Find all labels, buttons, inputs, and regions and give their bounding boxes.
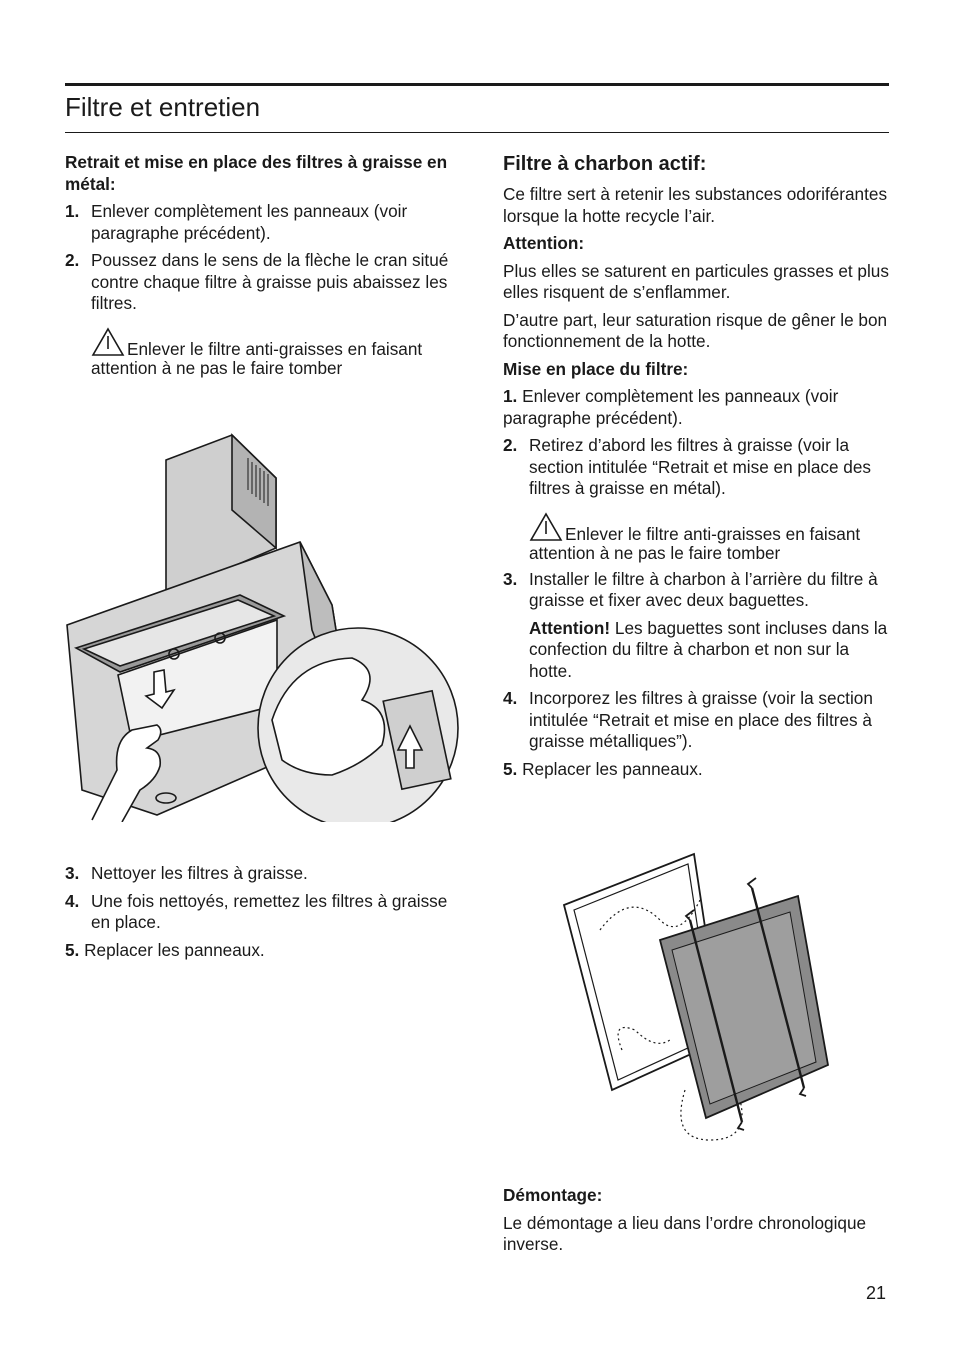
left-step-3: 3. Nettoyer les filtres à graisse. (65, 863, 455, 885)
right-column: Filtre à charbon actif: Ce filtre sert à… (503, 152, 893, 786)
demontage-label: Démontage: (503, 1185, 603, 1205)
step-number: 3. (65, 863, 80, 883)
right-warning: Enlever le filtre anti-graisses en faisa… (503, 511, 893, 563)
step-number: 2. (65, 250, 80, 270)
left-warning: Enlever le filtre anti-graisses en faisa… (65, 326, 455, 378)
right-step-4: 4. Incorporez les filtres à graisse (voi… (503, 688, 893, 753)
warning-text: Enlever le filtre anti-graisses en faisa… (529, 523, 861, 563)
warning-text: Enlever le filtre anti-graisses en faisa… (91, 338, 423, 378)
left-step-4: 4. Une fois nettoyés, remettez les filtr… (65, 891, 455, 934)
attention-label: Attention: (503, 233, 585, 253)
attention-paragraph-2: D’autre part, leur saturation risque de … (503, 309, 888, 352)
left-step-2: 2. Poussez dans le sens de la flèche le … (65, 250, 455, 315)
page-number: 21 (866, 1283, 887, 1303)
step-number: 4. (503, 688, 518, 708)
installation-label: Mise en place du filtre: (503, 358, 689, 379)
step-text: Nettoyer les filtres à graisse. (91, 863, 308, 883)
note-text: Les baguettes sont incluses dans la conf… (529, 617, 888, 681)
left-steps-continued: 3. Nettoyer les filtres à graisse. 4. Un… (65, 863, 455, 967)
warning-triangle-icon (91, 326, 125, 356)
attention-paragraph-1: Plus elles se saturent en particules gra… (503, 260, 889, 303)
right-step-2: 2. Retirez d’abord les filtres à graisse… (503, 435, 893, 500)
step-text: Replacer les panneaux. (522, 758, 703, 779)
step-text: Installer le filtre à charbon à l’arrièr… (529, 568, 878, 611)
right-step-3: 3. Installer le filtre à charbon à l’arr… (503, 569, 893, 612)
warning-triangle-icon (529, 511, 563, 541)
step-text: Incorporez les filtres à graisse (voir l… (529, 688, 873, 751)
step-number: 4. (65, 890, 80, 911)
step-text: Retirez d’abord les filtres à graisse (v… (529, 435, 872, 498)
step-number: 3. (503, 568, 518, 589)
demontage-text: Le démontage a lieu dans l’ordre chronol… (503, 1212, 867, 1255)
right-step-1: 1. Enlever complètement les panneaux (vo… (503, 386, 893, 429)
charcoal-filter-heading: Filtre à charbon actif: (503, 153, 707, 175)
step-number: 1. (65, 201, 80, 221)
header-rule-bottom (65, 132, 889, 133)
step-3-note: Attention! Les baguettes sont incluses d… (503, 618, 893, 683)
step-number: 1. (503, 386, 518, 406)
hood-illustration (66, 433, 459, 822)
step-number: 2. (503, 435, 518, 455)
step-text: Replacer les panneaux. (84, 939, 265, 960)
step-text: Enlever complètement les panneaux (voir … (503, 386, 839, 428)
charcoal-intro: Ce filtre sert à retenir les substances … (503, 184, 888, 226)
step-text: Enlever complètement les panneaux (voir … (91, 201, 408, 243)
step-text: Une fois nettoyés, remettez les filtres … (91, 890, 448, 933)
step-number: 5. (65, 939, 80, 960)
demontage-section: Démontage: Le démontage a lieu dans l’or… (503, 1185, 893, 1262)
step-number: 5. (503, 758, 518, 779)
header-rule-top (65, 83, 889, 86)
right-step-5: 5. Replacer les panneaux. (503, 759, 893, 781)
left-step-1: 1. Enlever complètement les panneaux (vo… (65, 201, 455, 244)
step-text: Poussez dans le sens de la flèche le cra… (91, 250, 449, 313)
metal-filter-heading: Retrait et mise en place des filtres à g… (65, 152, 448, 194)
left-step-5: 5. Replacer les panneaux. (65, 940, 455, 962)
note-label: Attention! (529, 617, 611, 638)
page-title: Filtre et entretien (65, 92, 261, 122)
charcoal-filter-illustration (562, 852, 830, 1141)
left-column: Retrait et mise en place des filtres à g… (65, 152, 455, 384)
